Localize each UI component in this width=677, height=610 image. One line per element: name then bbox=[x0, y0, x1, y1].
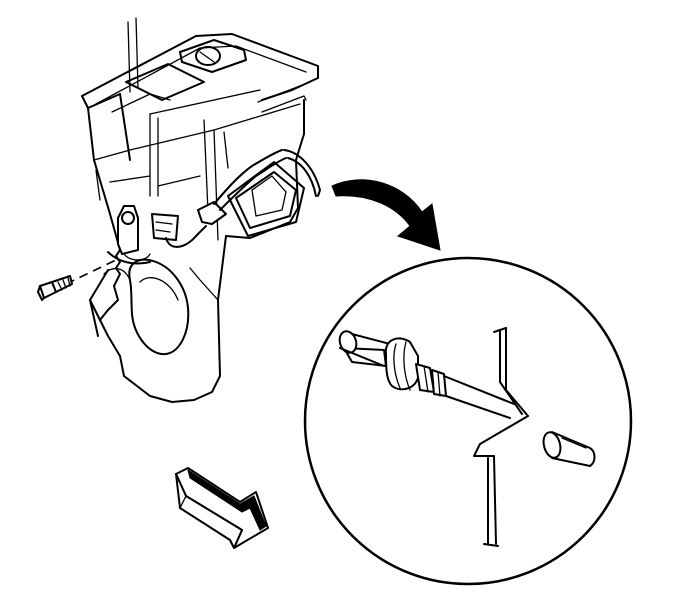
detail-view bbox=[303, 256, 633, 586]
front-direction-arrow-icon bbox=[175, 467, 269, 549]
engine-block bbox=[37, 17, 321, 403]
curved-arrow-icon bbox=[331, 179, 441, 251]
bolt bbox=[37, 275, 73, 301]
